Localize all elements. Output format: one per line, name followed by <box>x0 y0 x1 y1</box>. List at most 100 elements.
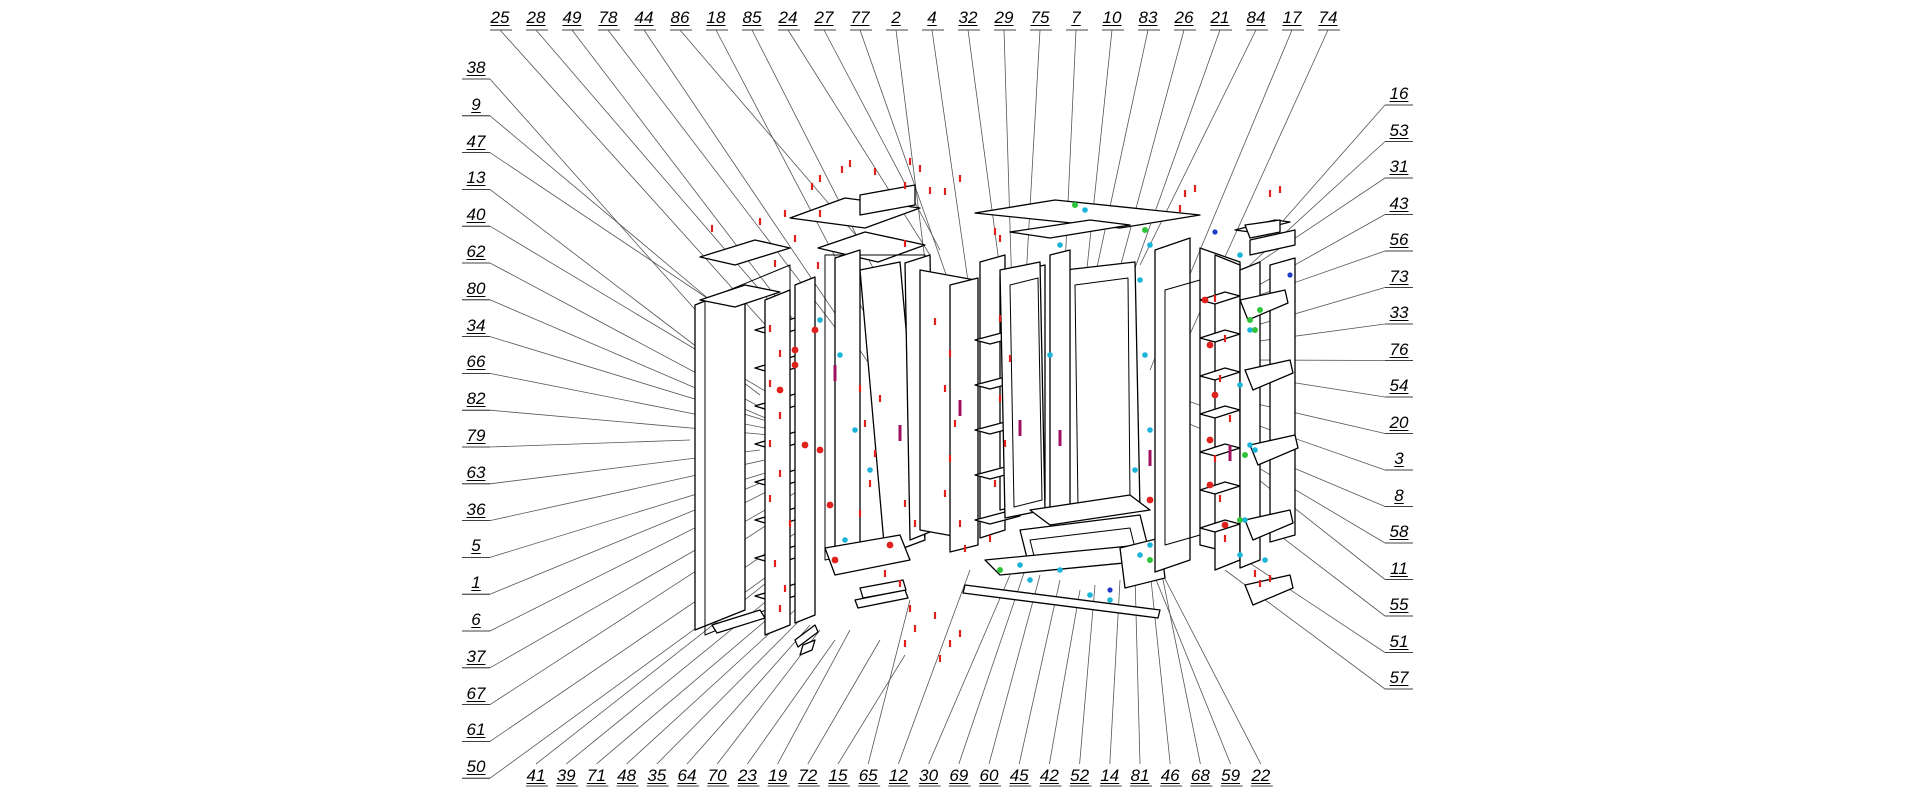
leader-line <box>1159 564 1201 765</box>
part-label-bottom: 52 <box>1070 766 1090 785</box>
cyan-cam-fitting <box>852 427 858 433</box>
corner-shelf <box>1249 434 1299 466</box>
leader-line <box>747 639 836 765</box>
leader-line <box>607 29 861 361</box>
part-label-left: 47 <box>466 131 486 151</box>
leader-line <box>626 609 796 765</box>
leader-line <box>489 544 811 779</box>
leader-line <box>928 574 1011 765</box>
part-label-left: 5 <box>471 536 481 556</box>
part-label-top: 29 <box>994 8 1014 27</box>
red-connector <box>776 386 784 394</box>
leader-line <box>823 29 941 251</box>
part-label-top: 27 <box>814 8 834 27</box>
cyan-cam-fitting <box>1252 447 1258 453</box>
corner-shelf <box>1244 359 1294 391</box>
middle-drawer-top <box>1029 494 1151 526</box>
red-connector <box>1206 341 1214 349</box>
part-label-left: 67 <box>466 683 486 703</box>
part-label-bottom: 35 <box>647 766 667 785</box>
leader-line <box>1119 29 1221 311</box>
part-label-left: 40 <box>466 205 486 225</box>
part-label-bottom: 81 <box>1130 766 1150 785</box>
part-label-top: 85 <box>742 8 762 27</box>
part-label-bottom: 30 <box>919 766 939 785</box>
leader-line <box>1134 574 1141 765</box>
part-label-bottom: 68 <box>1190 766 1210 785</box>
part-label-bottom: 23 <box>737 766 757 785</box>
middle-plinth-strip <box>962 584 1161 619</box>
part-label-right: 8 <box>1394 485 1404 505</box>
cyan-cam-fitting <box>817 317 823 323</box>
leader-line <box>787 29 931 256</box>
part-label-top: 25 <box>490 8 510 27</box>
leader-line <box>1239 287 1386 331</box>
left-front-edge <box>764 289 791 636</box>
leader-line <box>837 654 906 765</box>
part-label-right: 76 <box>1389 339 1409 359</box>
part-label-top: 28 <box>526 8 546 27</box>
part-label-top: 2 <box>891 8 901 27</box>
part-label-right: 20 <box>1389 412 1409 432</box>
cyan-cam-fitting <box>1047 352 1053 358</box>
part-label-left: 63 <box>466 462 486 482</box>
part-label-bottom: 42 <box>1039 766 1059 785</box>
left-top-panel <box>699 239 791 266</box>
left-lower-top-panel <box>699 284 781 308</box>
red-connector <box>1146 496 1154 504</box>
leader-line <box>571 29 806 336</box>
corner-shelf <box>1244 574 1294 606</box>
blue-screw <box>1287 272 1293 278</box>
plinth-bar <box>859 579 907 599</box>
cyan-cam-fitting <box>1082 207 1088 213</box>
blue-screw <box>1212 229 1218 235</box>
red-connector <box>886 541 894 549</box>
leader-line <box>489 115 711 301</box>
left-divider-panel <box>794 276 816 624</box>
leader-line <box>859 29 956 301</box>
part-label-bottom: 60 <box>979 766 999 785</box>
part-label-bottom: 72 <box>798 766 818 785</box>
part-label-right: 16 <box>1389 84 1409 103</box>
part-label-left: 1 <box>471 573 481 593</box>
leader-line <box>489 439 691 448</box>
hardware-markers <box>710 158 1293 662</box>
corner-shelf <box>1244 509 1294 541</box>
part-label-left: 38 <box>466 58 486 77</box>
leader-line <box>1049 589 1081 765</box>
part-label-left: 34 <box>466 315 486 335</box>
green-dowel <box>1252 327 1258 333</box>
part-label-top: 24 <box>778 8 798 27</box>
leader-line <box>777 629 851 765</box>
part-label-top: 4 <box>927 8 937 27</box>
part-label-left: 80 <box>466 278 486 298</box>
part-label-right: 55 <box>1389 595 1409 614</box>
middle-mid-divider <box>1049 249 1071 516</box>
cyan-cam-fitting <box>1137 552 1143 558</box>
red-connector <box>1221 521 1229 529</box>
part-label-top: 10 <box>1102 8 1122 27</box>
part-label-bottom: 45 <box>1009 766 1029 785</box>
part-label-top: 18 <box>706 8 726 27</box>
green-dowel <box>1072 202 1078 208</box>
middle-left-side <box>979 254 1006 539</box>
part-label-right: 56 <box>1389 230 1409 249</box>
left-small-plinth <box>794 624 819 648</box>
cyan-cam-fitting <box>842 537 848 543</box>
part-label-top: 83 <box>1138 8 1158 27</box>
middle-mirror-inner <box>1009 277 1043 508</box>
cyan-cam-fitting <box>837 352 843 358</box>
leader-line <box>1149 569 1171 765</box>
part-label-right: 73 <box>1389 266 1409 286</box>
part-label-left: 50 <box>466 757 486 777</box>
leader-line <box>898 569 971 765</box>
leader-line <box>1018 579 1061 765</box>
leader-line <box>499 29 771 331</box>
part-label-right: 33 <box>1389 303 1409 322</box>
part-label-top: 49 <box>562 8 582 27</box>
center-side-panel <box>834 249 861 566</box>
right-outer-side <box>1239 261 1261 569</box>
cyan-cam-fitting <box>1057 567 1063 573</box>
leader-line <box>988 574 1041 765</box>
